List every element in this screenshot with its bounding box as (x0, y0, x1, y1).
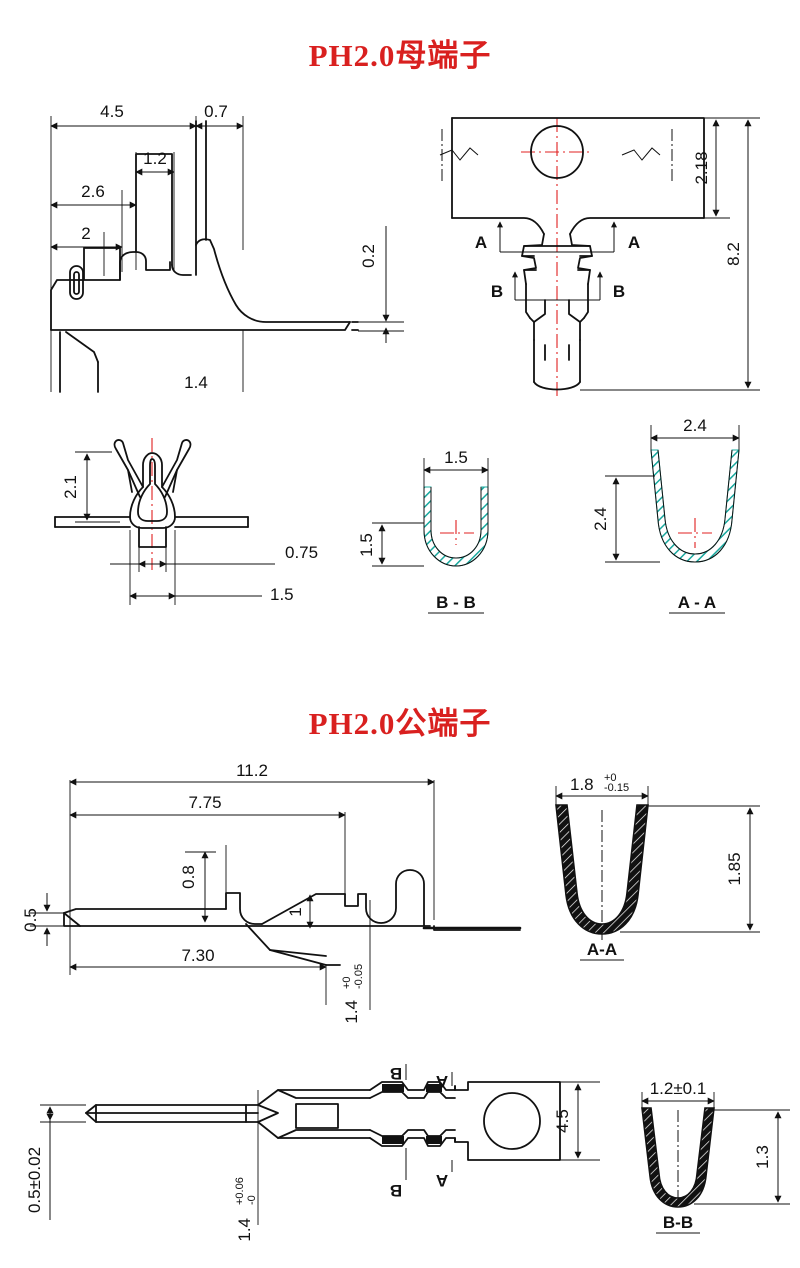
section-mark-b-left: B (491, 282, 503, 301)
male-section-bb: 1.2±0.1 1.3 B-B (641, 1079, 790, 1234)
dim-male-0-5: 0.5 (21, 908, 40, 932)
dim-female-1-4: 1.4 (184, 373, 208, 392)
dim-female-2: 2 (81, 224, 90, 243)
dim-aa-height: 2.4 (591, 507, 610, 531)
male-section-aa: 1.8 +0 -0.15 1.85 A-A (555, 772, 760, 961)
male-section-mark-b-bottom: B (390, 1181, 402, 1200)
male-section-mark-a-bottom: A (436, 1171, 448, 1190)
male-section-label-bb: B-B (663, 1213, 693, 1232)
dim-male-4-5: 4.5 (553, 1109, 572, 1133)
dim-male-bb-height: 1.3 (753, 1145, 772, 1169)
female-section-aa: 2.4 2.4 A - A (591, 416, 740, 614)
dim-male-1-4-lower: -0.05 (353, 964, 365, 989)
dim-male-7-75: 7.75 (188, 793, 221, 812)
dim-male-1-4-top-lower: -0 (246, 1195, 258, 1205)
female-front-view: 2.1 0.75 1.5 (54, 438, 318, 605)
dim-male-0-8: 0.8 (179, 865, 198, 889)
dim-male-0-5-tol: 0.5±0.02 (25, 1147, 44, 1213)
female-side-view: 4.5 0.7 1.2 2.6 2 0.2 1.4 (50, 102, 404, 393)
dim-female-1-2: 1.2 (143, 149, 167, 168)
dim-female-2-18: 2.18 (692, 151, 711, 184)
section-mark-b-right: B (613, 282, 625, 301)
dim-female-2-1: 2.1 (61, 475, 80, 499)
dim-female-0-75: 0.75 (285, 543, 318, 562)
dim-female-0-7: 0.7 (204, 102, 228, 121)
male-side-view: 11.2 7.75 0.8 0.5 1 7.30 1.4 +0 -0.05 (21, 761, 522, 1024)
dim-male-1: 1 (286, 907, 305, 916)
dim-male-1-4-top-value: 1.4 (235, 1218, 254, 1242)
dim-male-aa-height: 1.85 (725, 852, 744, 885)
male-top-view: 4.5 0.5±0.02 1.4 +0.06 -0 A A B B (25, 1064, 600, 1242)
dim-male-bb-width: 1.2±0.1 (650, 1079, 707, 1098)
dim-male-aa-upper: +0 (604, 772, 617, 784)
male-section-mark-a-top: A (436, 1072, 448, 1091)
page-title-male: PH2.0公端子 (308, 706, 492, 741)
dim-female-0-2: 0.2 (359, 244, 378, 268)
dim-bb-height: 1.5 (357, 533, 376, 557)
dim-male-1-4-upper: +0 (341, 976, 353, 989)
dim-male-aa-width: 1.8 (570, 775, 594, 794)
dim-male-7-30: 7.30 (181, 946, 214, 965)
male-section-label-aa: A-A (587, 940, 617, 959)
dim-female-1-5: 1.5 (270, 585, 294, 604)
dim-male-aa-lower: -0.15 (604, 782, 629, 794)
section-mark-a-left: A (475, 233, 487, 252)
male-section-mark-b-top: B (390, 1064, 402, 1083)
section-label-aa: A - A (678, 593, 716, 612)
dim-aa-width: 2.4 (683, 416, 707, 435)
dim-female-4-5: 4.5 (100, 102, 124, 121)
dim-male-1-4-top-upper: +0.06 (234, 1177, 246, 1205)
dim-male-11-2: 11.2 (236, 761, 268, 780)
dim-female-8-2: 8.2 (724, 242, 743, 266)
dim-male-1-4-value: 1.4 (342, 1000, 361, 1024)
section-mark-a-right: A (628, 233, 640, 252)
page-title-female: PH2.0母端子 (308, 38, 492, 73)
dim-bb-width: 1.5 (444, 448, 468, 467)
section-label-bb: B - B (436, 593, 476, 612)
female-top-view: A A B B 2.18 8.2 (439, 117, 760, 400)
female-section-bb: 1.5 1.5 B - B (357, 448, 489, 614)
dim-female-2-6: 2.6 (81, 182, 105, 201)
